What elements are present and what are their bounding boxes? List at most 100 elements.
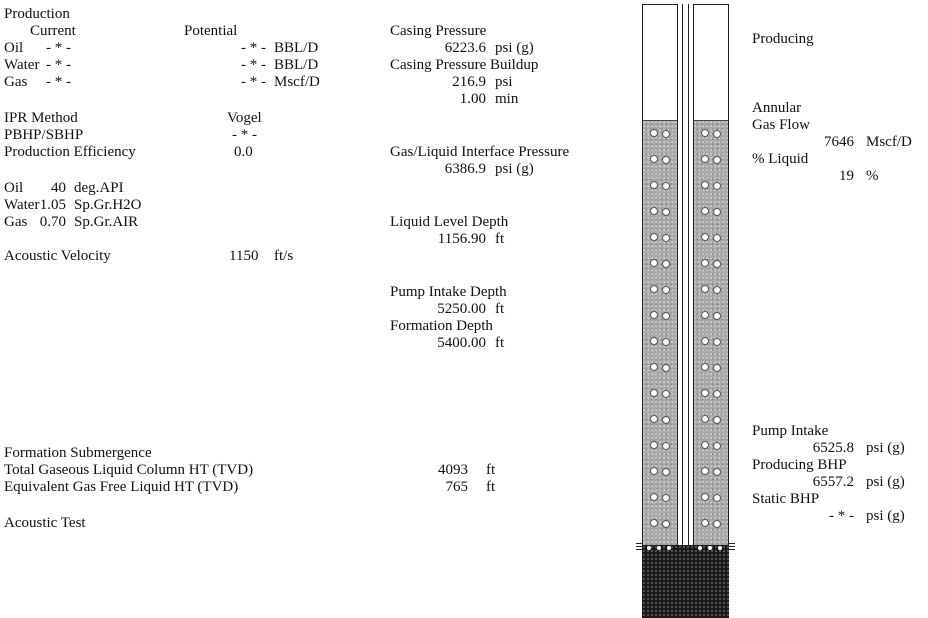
prod-water-potential: - * - xyxy=(241,57,266,73)
total-column-label: Total Gaseous Liquid Column HT (TVD) xyxy=(4,462,254,478)
gas-bubble xyxy=(662,468,670,476)
total-column-unit: ft xyxy=(486,462,496,478)
gas-bubble xyxy=(650,129,658,137)
pump-intake-unit: psi (g) xyxy=(866,440,905,456)
right-annulus-fluid xyxy=(694,120,728,545)
gas-bubble xyxy=(701,129,709,137)
pbhp-label: PBHP/SBHP xyxy=(4,127,84,143)
gas-bubble xyxy=(701,493,709,501)
production-title: Production xyxy=(4,6,70,22)
perforation-mark xyxy=(636,546,642,547)
gas-bubble xyxy=(662,286,670,294)
formation-block xyxy=(642,545,729,618)
ipr-method-value: Vogel xyxy=(227,110,262,126)
prod-oil-label: Oil xyxy=(4,40,24,56)
prod-water-label: Water xyxy=(4,57,40,73)
gas-bubble xyxy=(701,155,709,163)
liquid-level-value: 1156.90 xyxy=(437,231,486,247)
prod-gas-label: Gas xyxy=(4,74,28,90)
gas-bubble xyxy=(650,181,658,189)
gas-bubble xyxy=(662,520,670,528)
fluid-gas-label: Gas xyxy=(4,214,28,230)
gas-bubble xyxy=(662,208,670,216)
interface-unit: psi (g) xyxy=(495,161,534,177)
perforation-mark xyxy=(729,549,735,550)
gas-bubble xyxy=(701,311,709,319)
gas-bubble xyxy=(650,285,658,293)
gas-bubble xyxy=(650,389,658,397)
pump-intake-value: 6525.8 xyxy=(812,440,854,456)
fluid-oil-value: 40 xyxy=(51,180,66,196)
pbhp-value: - * - xyxy=(232,127,257,143)
perforation-dot xyxy=(718,546,722,550)
gas-bubble xyxy=(701,467,709,475)
liquid-percent-label: % Liquid xyxy=(752,151,809,167)
gas-bubble xyxy=(701,207,709,215)
prod-water-unit: BBL/D xyxy=(274,57,319,73)
gas-bubble xyxy=(650,467,658,475)
perforation-dot xyxy=(657,546,661,550)
perforation-dot xyxy=(647,546,651,550)
gas-bubble xyxy=(662,182,670,190)
prod-oil-unit: BBL/D xyxy=(274,40,319,56)
annular-gas-flow-unit: Mscf/D xyxy=(866,134,912,150)
gas-bubble xyxy=(713,338,721,346)
pump-intake-label: Pump Intake xyxy=(752,423,829,439)
fluid-water-unit: Sp.Gr.H2O xyxy=(74,197,142,213)
fluid-oil-unit: deg.API xyxy=(74,180,124,196)
acoustic-test-label: Acoustic Test xyxy=(4,515,86,531)
gas-bubble xyxy=(662,442,670,450)
perforation-dot xyxy=(667,546,671,550)
gas-bubble xyxy=(701,363,709,371)
gas-bubble xyxy=(662,260,670,268)
left-annulus xyxy=(642,4,678,546)
tubing-right-wall xyxy=(688,4,689,546)
acoustic-velocity-value: 1150 xyxy=(229,248,259,264)
liquid-level-label: Liquid Level Depth xyxy=(390,214,509,230)
gas-bubble xyxy=(701,285,709,293)
buildup-label: Casing Pressure Buildup xyxy=(390,57,539,73)
gas-bubble xyxy=(713,442,721,450)
fluid-water-value: 1.05 xyxy=(39,197,66,213)
formation-depth-unit: ft xyxy=(495,335,505,351)
gas-bubble xyxy=(650,155,658,163)
efficiency-value: 0.0 xyxy=(234,144,253,160)
gas-bubble xyxy=(701,337,709,345)
producing-bhp-value: 6557.2 xyxy=(812,474,854,490)
gas-bubble xyxy=(701,519,709,527)
gas-bubble xyxy=(713,312,721,320)
liquid-level-unit: ft xyxy=(495,231,505,247)
perforation-mark xyxy=(636,543,642,544)
gas-bubble xyxy=(701,181,709,189)
equiv-column-value: 765 xyxy=(445,479,469,495)
producing-bhp-label: Producing BHP xyxy=(752,457,847,473)
total-column-value: 4093 xyxy=(438,462,468,478)
gas-bubble xyxy=(701,259,709,267)
gas-bubble xyxy=(662,364,670,372)
perforation-dot xyxy=(708,546,712,550)
gas-bubble xyxy=(650,441,658,449)
prod-water-current: - * - xyxy=(46,57,71,73)
gas-bubble xyxy=(713,520,721,528)
gas-bubble xyxy=(662,338,670,346)
gas-bubble xyxy=(650,415,658,423)
perforation-mark xyxy=(729,543,735,544)
gas-bubble xyxy=(650,519,658,527)
gas-bubble xyxy=(713,234,721,242)
fluid-water-label: Water xyxy=(4,197,40,213)
interface-value: 6386.9 xyxy=(444,161,486,177)
current-header: Current xyxy=(30,23,76,39)
formation-depth-label: Formation Depth xyxy=(390,318,493,334)
buildup-value: 216.9 xyxy=(452,74,486,90)
liquid-percent-unit: % xyxy=(866,168,879,184)
interface-label: Gas/Liquid Interface Pressure xyxy=(390,144,570,160)
gas-flow-label: Gas Flow xyxy=(752,117,810,133)
annular-label: Annular xyxy=(752,100,802,116)
formation-depth-value: 5400.00 xyxy=(437,335,486,351)
fluid-oil-label: Oil xyxy=(4,180,24,196)
prod-oil-current: - * - xyxy=(46,40,71,56)
gas-bubble xyxy=(713,208,721,216)
liquid-percent-value: 19 xyxy=(839,168,854,184)
gas-bubble xyxy=(662,130,670,138)
tubing-left-wall xyxy=(682,4,683,546)
